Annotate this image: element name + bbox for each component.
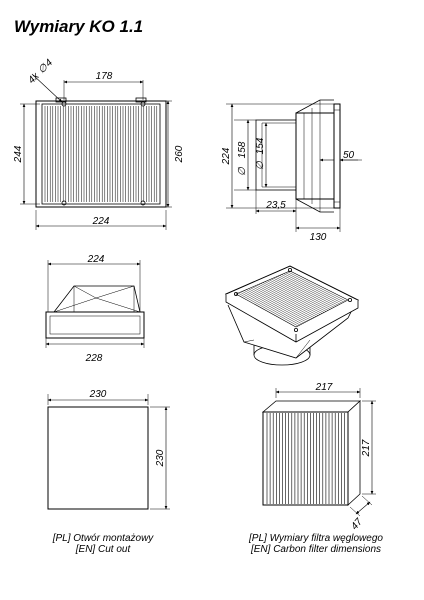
- side-view: [226, 99, 362, 232]
- fin-line: [246, 289, 307, 322]
- side-dim-dia-inner-symbol: ∅: [255, 160, 266, 170]
- fin-line: [269, 279, 329, 311]
- fin-line: [260, 283, 321, 315]
- fin-line: [254, 285, 315, 318]
- side-dim-height: 224: [221, 147, 232, 165]
- fin-line: [242, 291, 303, 325]
- cutout-dim-width: 230: [89, 389, 107, 400]
- top-view: [45, 260, 145, 348]
- mounting-hole: [61, 200, 67, 206]
- cutout-view: [47, 394, 170, 510]
- cutout-dim-height: 230: [155, 449, 166, 467]
- caption-cutout-en: [EN] Cut out: [75, 544, 131, 555]
- filter-dim-height: 217: [361, 439, 372, 457]
- mounting-hole: [140, 200, 146, 206]
- caption-filter-pl: [PL] Wymiary filtra węglowego: [249, 533, 383, 544]
- caption-cutout: [PL] Otwór montażowy [EN] Cut out: [38, 533, 168, 555]
- fin-line: [267, 280, 327, 312]
- fin-line: [271, 278, 331, 310]
- isometric-view: [224, 265, 360, 366]
- fin-line: [252, 286, 313, 319]
- fin-line: [281, 274, 341, 305]
- front-view-fins: [44, 106, 158, 202]
- side-dim-dia-inner: 154: [255, 137, 266, 154]
- fin-line: [283, 273, 343, 304]
- fin-line: [240, 292, 301, 326]
- fin-line: [279, 275, 339, 306]
- fin-line: [256, 284, 317, 317]
- side-dim-dia-outer-symbol: ∅: [237, 166, 248, 176]
- fin-line: [244, 290, 305, 324]
- filter-view: [261, 388, 376, 517]
- filter-dim-depth: 47: [349, 516, 365, 532]
- filter-dim-width: 217: [315, 382, 333, 393]
- isometric-view-fins: [237, 271, 347, 327]
- fin-line: [277, 276, 337, 307]
- fin-line: [237, 292, 299, 327]
- front-dim-height-total: 260: [174, 145, 185, 163]
- fin-line: [248, 288, 309, 321]
- top-dim-width-bottom: 228: [85, 353, 103, 364]
- front-dim-hole-spacing: 178: [96, 71, 113, 82]
- fin-line: [285, 272, 345, 303]
- fin-line: [275, 277, 335, 308]
- filter-fins: [266, 413, 345, 504]
- caption-cutout-pl: [PL] Otwór montażowy: [52, 533, 154, 544]
- front-dim-width: 224: [92, 216, 110, 227]
- side-dim-spigot-offset: 23,5: [265, 200, 286, 211]
- side-dim-depth: 130: [310, 232, 327, 243]
- side-dim-dia-outer: 158: [237, 141, 248, 158]
- fin-line: [287, 271, 347, 302]
- front-dim-height: 244: [13, 145, 24, 163]
- top-dim-width-top: 224: [87, 254, 105, 265]
- fin-line: [258, 284, 319, 316]
- fin-line: [273, 277, 333, 309]
- front-view: [20, 73, 172, 230]
- fin-line: [262, 282, 323, 314]
- fin-line: [264, 281, 325, 313]
- caption-filter-en: [EN] Carbon filter dimensions: [250, 544, 382, 555]
- fin-line: [250, 287, 311, 320]
- side-dim-flange-depth: 50: [343, 150, 355, 161]
- page-title: Wymiary KO 1.1: [14, 17, 144, 36]
- caption-filter: [PL] Wymiary filtra węglowego [EN] Carbo…: [232, 533, 400, 555]
